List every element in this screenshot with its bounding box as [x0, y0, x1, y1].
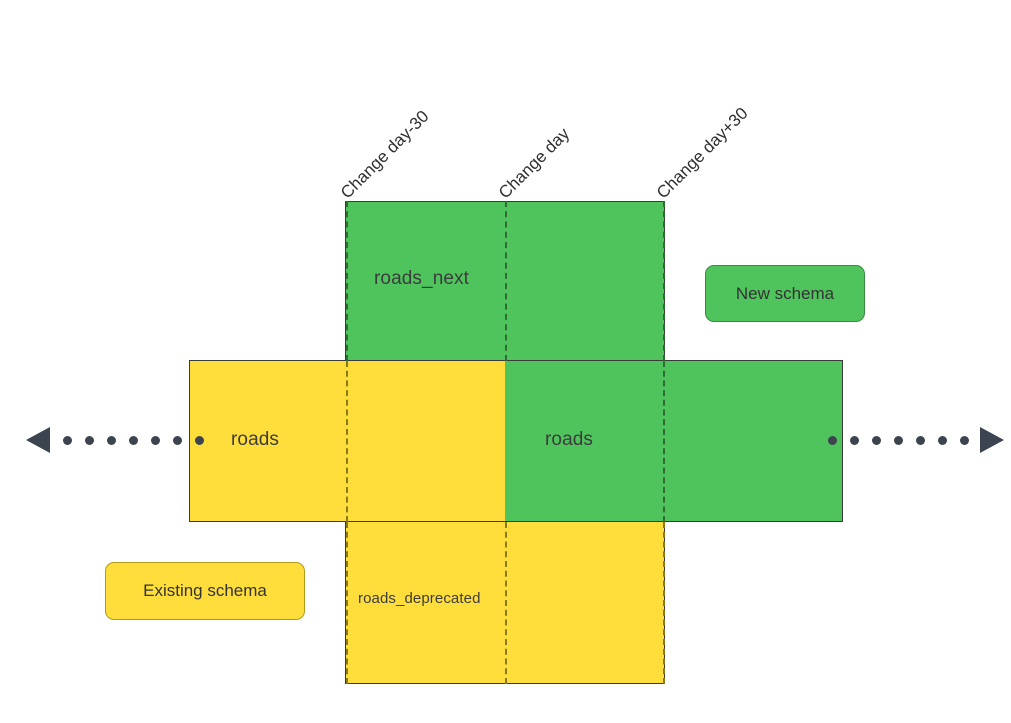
timeline-dot: [872, 435, 881, 445]
timeline-dot: [129, 435, 138, 445]
timeline-dot: [63, 435, 72, 445]
axis-label-change-day: Change day: [494, 124, 574, 203]
block-roads-deprecated-label: roads_deprecated: [358, 590, 481, 607]
block-roads-next-label: roads_next: [374, 268, 470, 289]
timeline-dot: [828, 435, 837, 445]
timeline-dots-right: [828, 435, 969, 445]
timeline-rule-change-day-minus-30-middle: [346, 361, 348, 522]
timeline-dot: [850, 435, 859, 445]
timeline-dots-left: [63, 435, 204, 445]
timeline-dot: [960, 435, 969, 445]
timeline-dot: [894, 435, 903, 445]
arrow-right-icon: [980, 427, 1004, 453]
timeline-arrow-left: [26, 427, 204, 453]
timeline-rule-change-day-minus-30-lower: [346, 522, 348, 684]
timeline-dot: [107, 435, 116, 445]
timeline-rule-change-day-plus-30-middle: [663, 361, 665, 522]
block-roads-new[interactable]: roads: [505, 360, 843, 522]
block-roads-new-label: roads: [545, 429, 594, 450]
timeline-dot: [151, 435, 160, 445]
arrow-left-icon: [26, 427, 50, 453]
timeline-dot: [916, 435, 925, 445]
timeline-dot: [195, 435, 204, 445]
legend-existing-schema[interactable]: Existing schema: [105, 562, 305, 620]
timeline-rule-change-day-minus-30-upper: [346, 201, 348, 361]
axis-label-change-day-plus-30: Change day+30: [652, 103, 752, 203]
timeline-dot: [85, 435, 94, 445]
legend-new-schema-label: New schema: [735, 283, 835, 303]
legend-new-schema[interactable]: New schema: [705, 265, 865, 322]
block-roads-existing-label: roads: [231, 429, 280, 450]
timeline-dot: [938, 435, 947, 445]
timeline-dot: [173, 435, 182, 445]
timeline-rule-change-day-upper: [505, 201, 507, 361]
timeline-rule-change-day-plus-30-upper: [663, 201, 665, 361]
legend-existing-schema-label: Existing schema: [143, 581, 267, 600]
axis-label-change-day-minus-30: Change day-30: [336, 106, 433, 203]
timeline-rule-change-day-lower: [505, 522, 507, 684]
timeline-rule-change-day-plus-30-lower: [663, 522, 665, 684]
timeline-arrow-right: [828, 427, 1004, 453]
